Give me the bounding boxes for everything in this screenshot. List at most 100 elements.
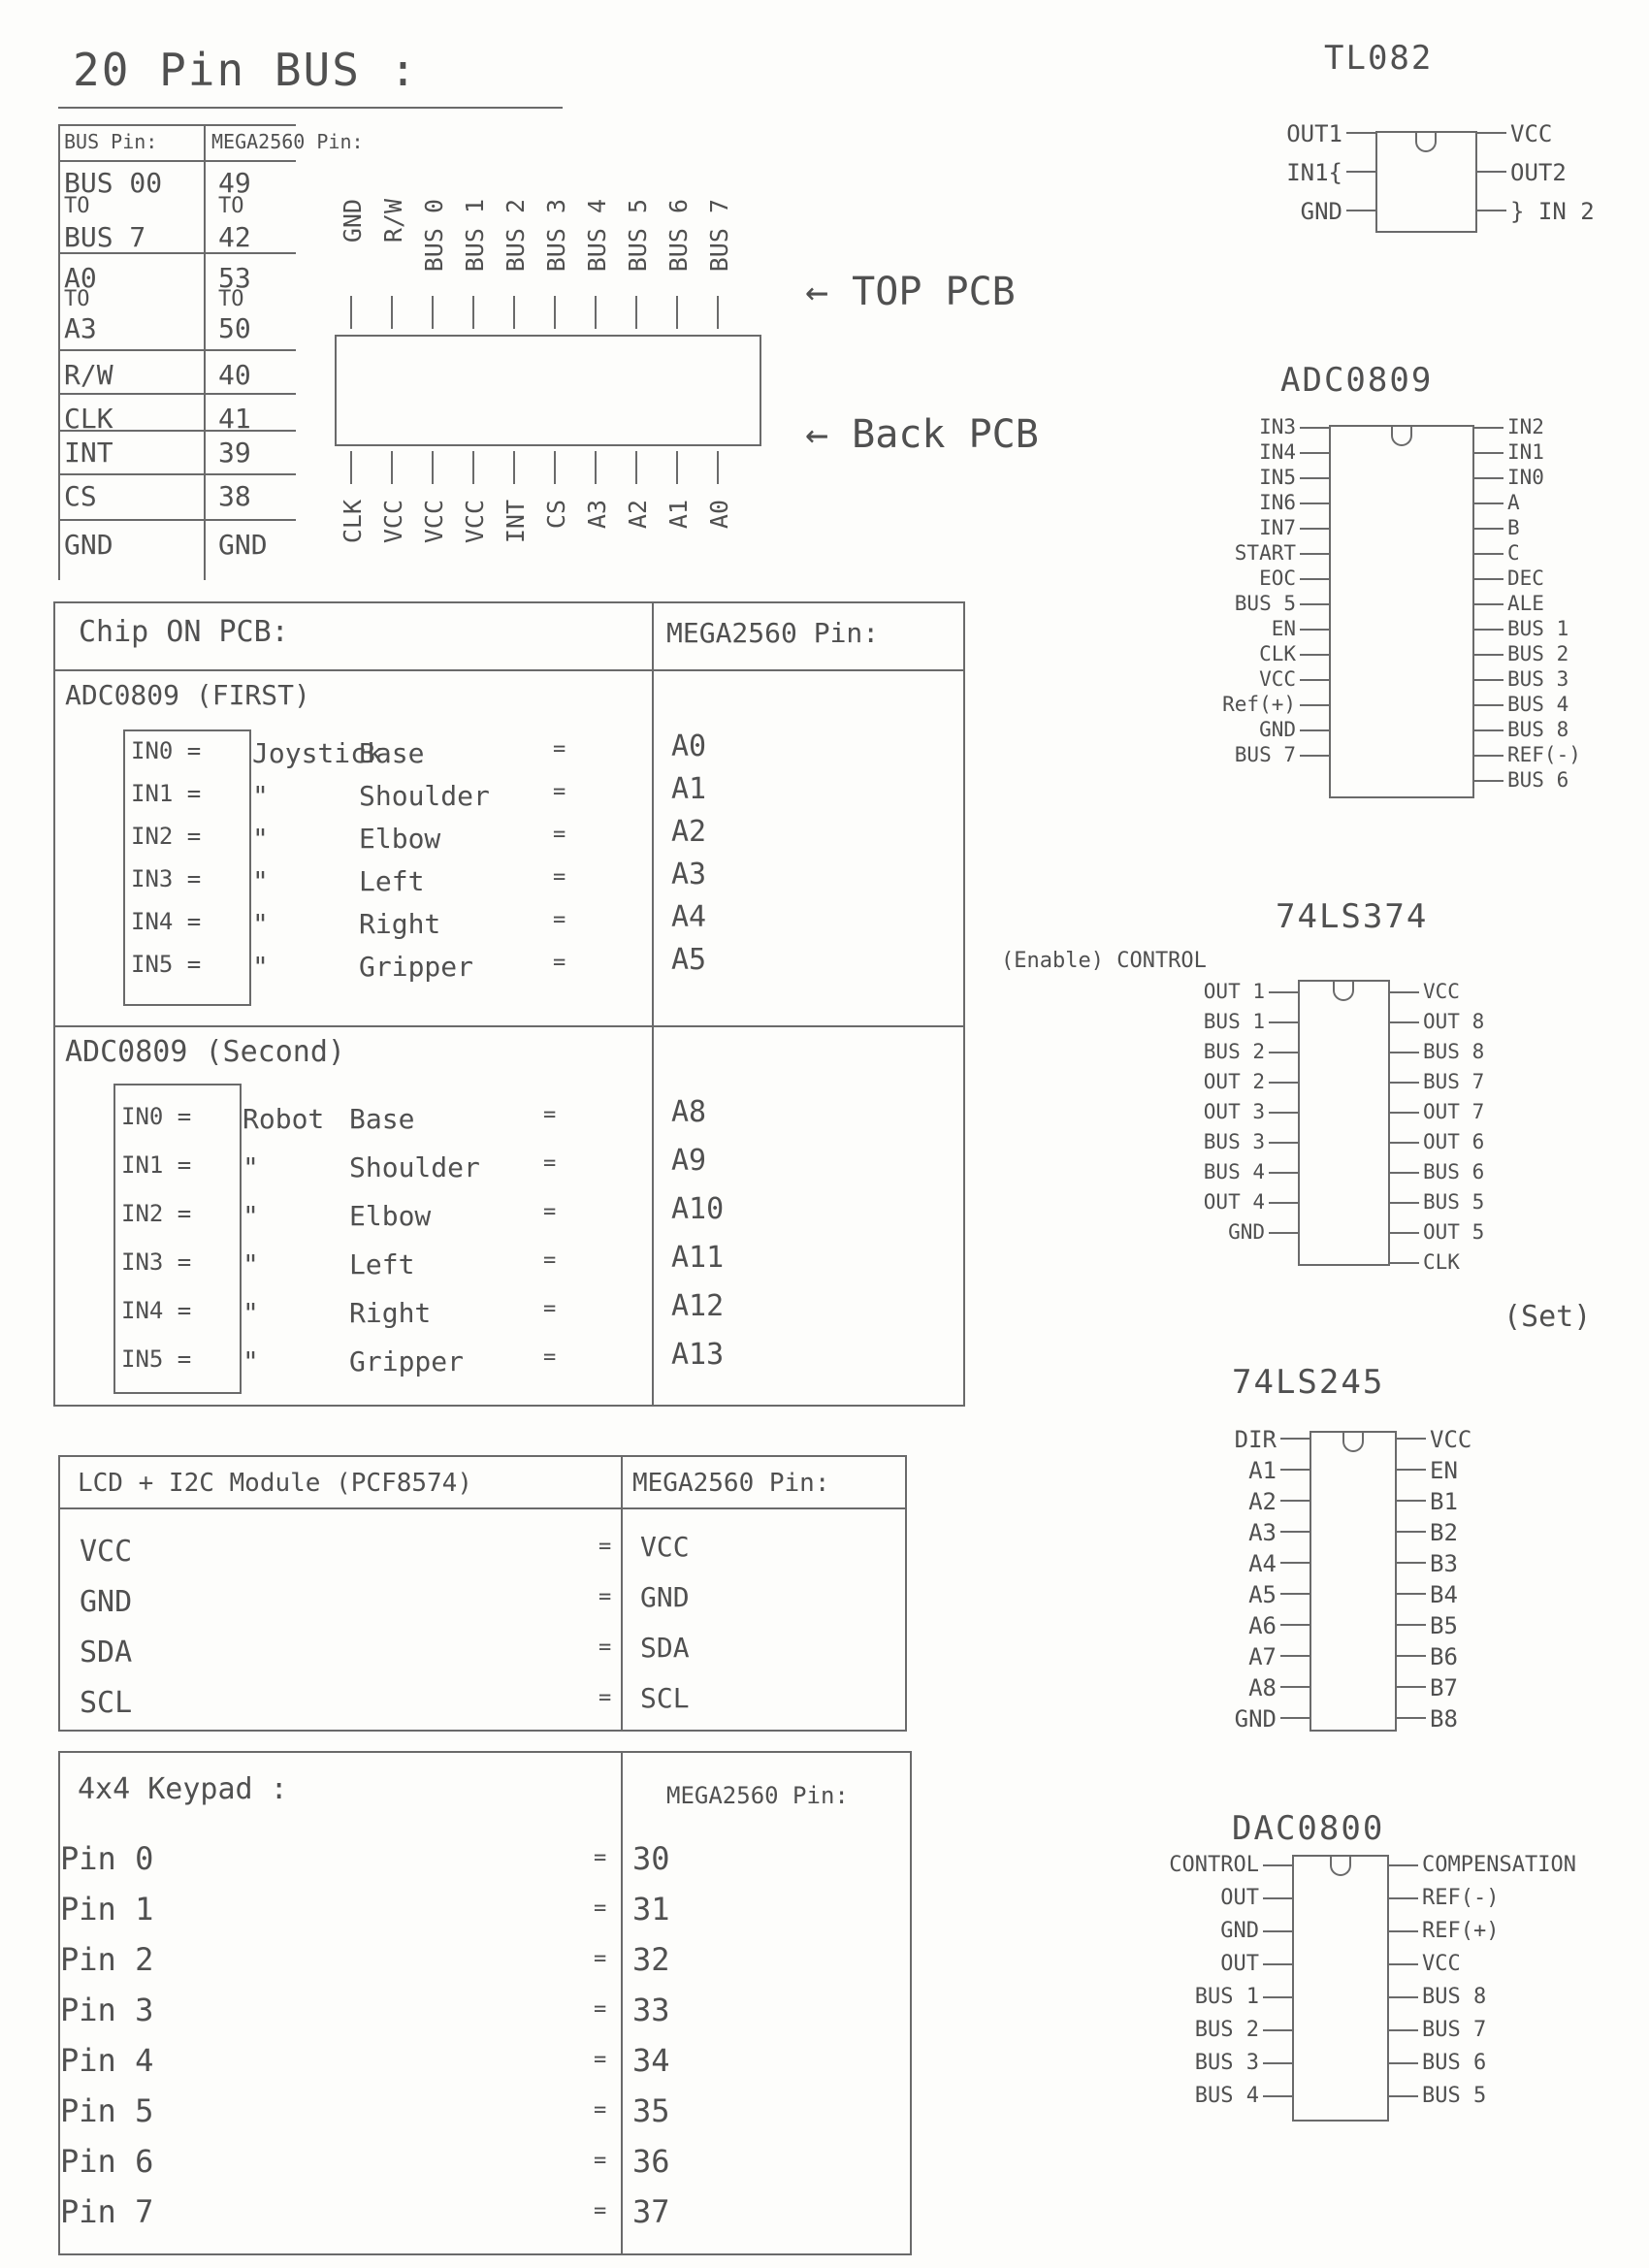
pin-stub bbox=[1280, 1531, 1310, 1533]
tl082-left-pin-label: GND bbox=[1300, 198, 1342, 225]
top-pcb-label: ← TOP PCB bbox=[805, 270, 1016, 314]
equals-sign: = bbox=[553, 780, 566, 804]
connector-pin-stub bbox=[676, 296, 678, 329]
mega-pin-cell: 31 bbox=[632, 1891, 670, 1928]
mega-pin-cell: VCC bbox=[640, 1531, 690, 1563]
mega-pin-cell: 37 bbox=[632, 2193, 670, 2230]
pin-stub bbox=[1280, 1562, 1310, 1564]
tl082-left-pin-label: OUT1 bbox=[1286, 120, 1342, 147]
ls245-left-pin-label: A8 bbox=[1248, 1674, 1277, 1701]
mega-pin-cell: TO bbox=[218, 194, 244, 218]
equals-sign: = bbox=[553, 908, 566, 932]
adc-source-cell: " bbox=[242, 1248, 259, 1280]
row-divider bbox=[58, 473, 296, 475]
connector-pin-stub bbox=[432, 296, 434, 329]
mega-pin-cell: 41 bbox=[218, 403, 251, 435]
connector-pin-stub bbox=[717, 296, 719, 329]
equals-sign: = bbox=[594, 2098, 607, 2122]
mega-pin-cell: 38 bbox=[218, 480, 251, 512]
pin-stub bbox=[1474, 477, 1504, 479]
pin-stub bbox=[1397, 1686, 1426, 1688]
pin-stub bbox=[1474, 704, 1504, 706]
pin-stub bbox=[1346, 132, 1375, 134]
keypad-table-header: 4x4 Keypad : bbox=[78, 1772, 288, 1806]
connector-pin-stub bbox=[595, 451, 597, 484]
dac0800-left-pin-label: OUT bbox=[1220, 1952, 1259, 1976]
dac0800-left-pin-label: BUS 4 bbox=[1194, 2084, 1259, 2108]
mega-pin-cell: A0 bbox=[671, 729, 707, 763]
adc0809-left-pin-label: VCC bbox=[1259, 667, 1296, 691]
pin-stub bbox=[1390, 1262, 1419, 1264]
adc-source-cell: " bbox=[252, 780, 269, 812]
adc-part-cell: Shoulder bbox=[359, 780, 490, 812]
mega-pin-cell: A13 bbox=[671, 1338, 725, 1372]
mega-pin-cell: A8 bbox=[671, 1095, 707, 1129]
ls245-left-pin-label: DIR bbox=[1234, 1426, 1277, 1453]
ls374-right-pin-label: OUT 8 bbox=[1423, 1010, 1485, 1033]
dac0800-right-pin-label: REF(+) bbox=[1422, 1919, 1500, 1943]
connector-top-pin-label: BUS 5 bbox=[624, 199, 652, 273]
pin-stub bbox=[1269, 1082, 1298, 1084]
pin-stub bbox=[1300, 629, 1329, 631]
pin-stub bbox=[1474, 427, 1504, 429]
pin-stub bbox=[1397, 1593, 1426, 1595]
mega-pin-cell: 34 bbox=[632, 2042, 670, 2079]
equals-sign: = bbox=[553, 823, 566, 847]
equals-sign: = bbox=[553, 865, 566, 890]
pin-stub bbox=[1300, 477, 1329, 479]
adc0809-left-pin-label: IN4 bbox=[1259, 440, 1296, 464]
adc-input-cell: IN4 = bbox=[121, 1297, 192, 1324]
connector-top-pin-label: R/W bbox=[379, 199, 407, 243]
connector-pin-stub bbox=[350, 451, 352, 484]
adc-second-inputs-box bbox=[113, 1084, 242, 1394]
mega-pin-cell: 36 bbox=[632, 2143, 670, 2180]
bus-pin-cell: GND bbox=[64, 529, 113, 561]
ls374-left-pin-label: GND bbox=[1228, 1220, 1265, 1244]
adc0809-right-pin-label: C bbox=[1507, 541, 1520, 565]
adc0809-left-pin-label: CLK bbox=[1259, 642, 1296, 665]
pin-stub bbox=[1474, 755, 1504, 757]
pin-stub bbox=[1474, 629, 1504, 631]
mega-pin-cell: A12 bbox=[671, 1289, 725, 1323]
ls374-left-pin-label: BUS 2 bbox=[1203, 1040, 1265, 1063]
lcd-pin-cell: SCL bbox=[80, 1686, 133, 1720]
mega-pin-cell: 35 bbox=[632, 2092, 670, 2129]
lcd-pin-cell: SDA bbox=[80, 1636, 133, 1669]
pin-stub bbox=[1263, 2029, 1292, 2031]
ls374-right-pin-label: BUS 8 bbox=[1423, 1040, 1485, 1063]
adc-part-cell: Right bbox=[359, 908, 441, 940]
ls374-right-pin-label: VCC bbox=[1423, 980, 1460, 1003]
connector-top-pin-label: BUS 1 bbox=[461, 199, 489, 273]
pin-stub bbox=[1474, 729, 1504, 731]
adc-input-cell: IN0 = bbox=[121, 1103, 192, 1130]
connector-bottom-pin-label: A3 bbox=[583, 500, 611, 530]
pin-stub bbox=[1280, 1655, 1310, 1657]
adc-part-cell: Left bbox=[349, 1248, 415, 1280]
adc-input-cell: IN1 = bbox=[121, 1151, 192, 1179]
bus-pin-cell: INT bbox=[64, 437, 113, 469]
ls374-set-note: (Set) bbox=[1504, 1300, 1592, 1334]
connector-top-pin-label: BUS 7 bbox=[705, 199, 733, 273]
pin-stub bbox=[1269, 991, 1298, 993]
tl082-right-pin-label: } IN 2 bbox=[1510, 198, 1595, 225]
bus-pin-cell: A0 bbox=[64, 262, 97, 294]
adc0809-left-pin-label: IN6 bbox=[1259, 491, 1296, 514]
dac0800-left-pin-label: OUT bbox=[1220, 1886, 1259, 1910]
bus-pin-cell: TO bbox=[64, 194, 90, 218]
connector-pin-stub bbox=[513, 296, 515, 329]
pin-stub bbox=[1300, 755, 1329, 757]
ls245-right-pin-label: B3 bbox=[1430, 1550, 1458, 1577]
ls374-right-pin-label: OUT 6 bbox=[1423, 1130, 1485, 1153]
row-divider bbox=[58, 252, 296, 254]
mega-pin-cell: A3 bbox=[671, 858, 707, 891]
mega-pin-cell: GND bbox=[640, 1581, 690, 1613]
chip-table-header-mega: MEGA2560 Pin: bbox=[666, 617, 880, 649]
keypad-pin-cell: Pin 2 bbox=[60, 1941, 154, 1978]
adc0809-right-pin-label: DEC bbox=[1507, 567, 1544, 590]
ls245-left-pin-label: A6 bbox=[1248, 1612, 1277, 1639]
equals-sign: = bbox=[598, 1585, 612, 1609]
equals-sign: = bbox=[594, 1947, 607, 1971]
adc0809-right-pin-label: BUS 1 bbox=[1507, 617, 1569, 640]
pin-stub bbox=[1390, 1202, 1419, 1204]
pin-stub bbox=[1300, 578, 1329, 580]
